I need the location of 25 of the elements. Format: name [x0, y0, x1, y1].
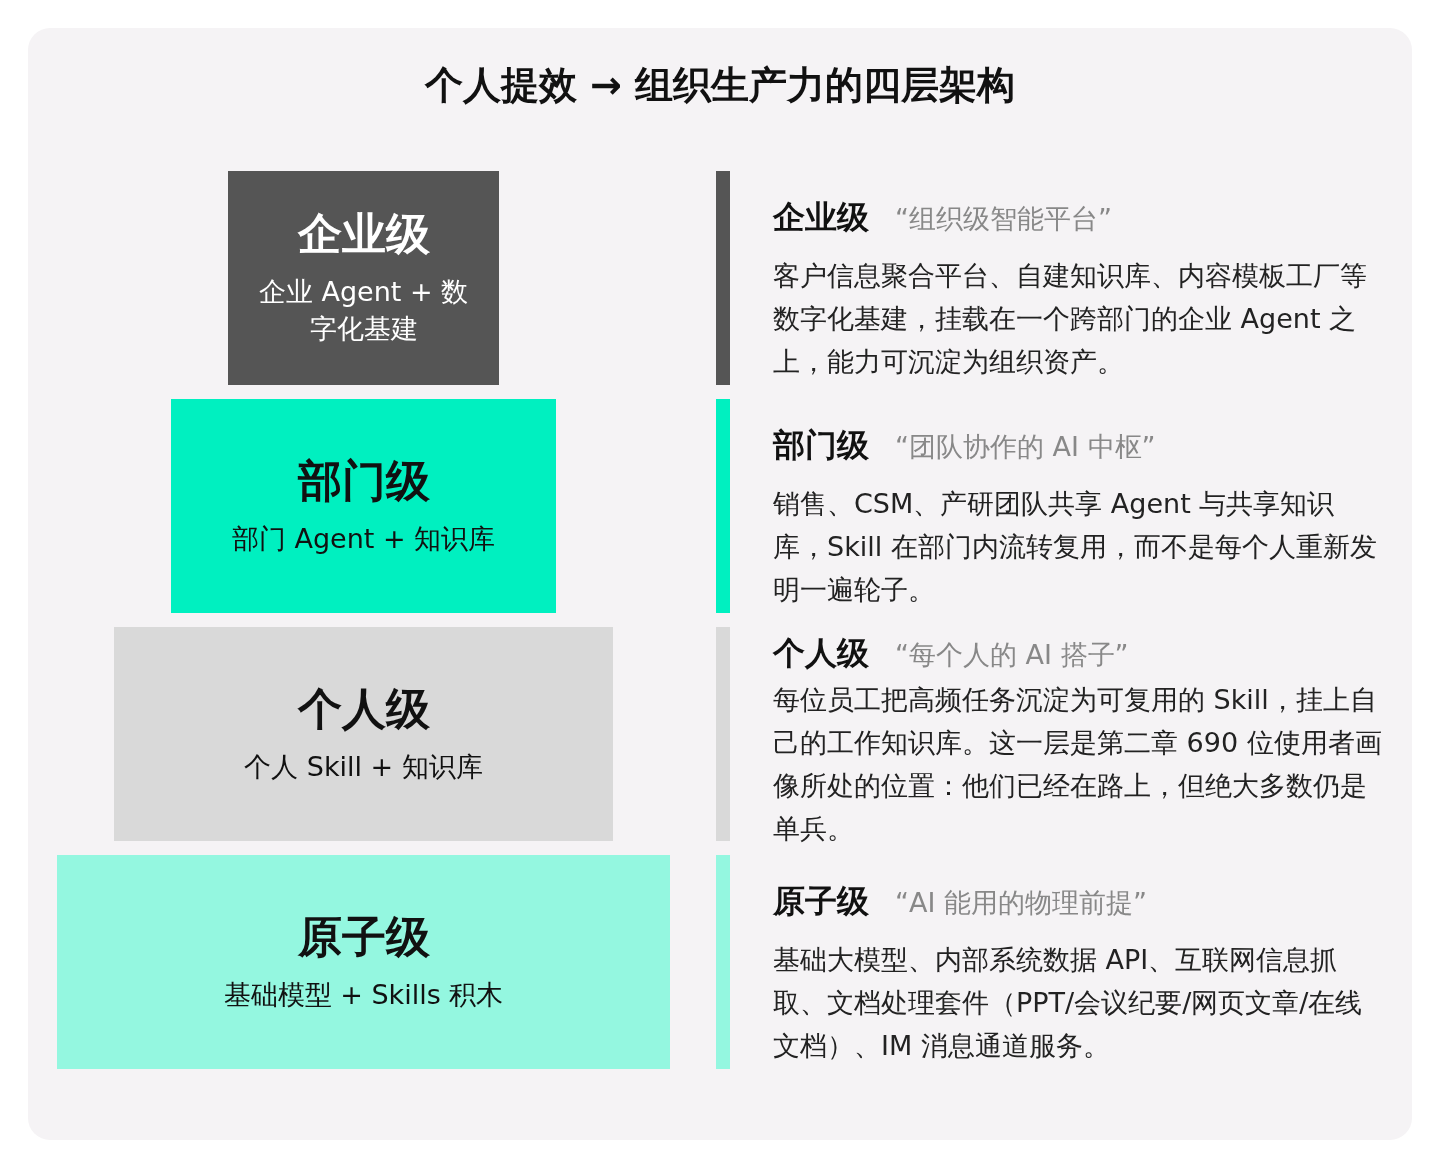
panel-body: 销售、CSM、产研团队共享 Agent 与共享知识库，Skill 在部门内流转复用，而不是每个人重新发明一遍轮子。 — [773, 487, 1378, 607]
panel-heading: 部门级 — [773, 426, 869, 464]
layer-subtitle: 企业 Agent + 数字化基建 — [257, 274, 470, 347]
panel-body: 客户信息聚合平台、自建知识库、内容模板工厂等数字化基建，挂载在一个跨部门的企业 Agent 之上，能力可沉淀为组织资产。 — [773, 259, 1368, 379]
panel-quote: “AI 能用的物理前提” — [895, 887, 1147, 918]
panel-quote: “每个人的 AI 搭子” — [895, 639, 1129, 670]
panel-heading: 个人级 — [773, 634, 869, 672]
title: 个人提效 → 组织生产力的四层架构 — [423, 62, 1017, 109]
layer-subtitle: 个人 Skill + 知识库 — [244, 749, 483, 784]
layer-heading: 个人级 — [297, 682, 430, 736]
panel-body: 每位员工把高频任务沉淀为可复用的 Skill，挂上自己的工作知识库。这一层是第二章 690 位使用者画像所处的位置：他们已经在路上，但绝大多数仍是单兵。 — [773, 683, 1383, 846]
panel-quote: “团队协作的 AI 中枢” — [895, 431, 1156, 462]
panel-heading: 原子级 — [773, 882, 869, 920]
layer-box — [114, 627, 613, 841]
panel-heading: 企业级 — [773, 198, 869, 236]
layer-box — [228, 171, 499, 385]
panel-body: 基础大模型、内部系统数据 API、互联网信息抓取、文档处理套件（PPT/会议纪要/网页文章/在线文档）、IM 消息通道服务。 — [773, 943, 1364, 1063]
layer-heading: 企业级 — [297, 207, 430, 261]
layer-subtitle: 基础模型 + Skills 积木 — [223, 977, 504, 1012]
panel-quote: “组织级智能平台” — [895, 203, 1112, 234]
layer-box — [57, 855, 670, 1069]
layer-heading: 原子级 — [297, 910, 430, 964]
layer-subtitle: 部门 Agent + 知识库 — [231, 521, 496, 556]
layer-box — [171, 399, 556, 613]
layer-heading: 部门级 — [297, 454, 430, 508]
